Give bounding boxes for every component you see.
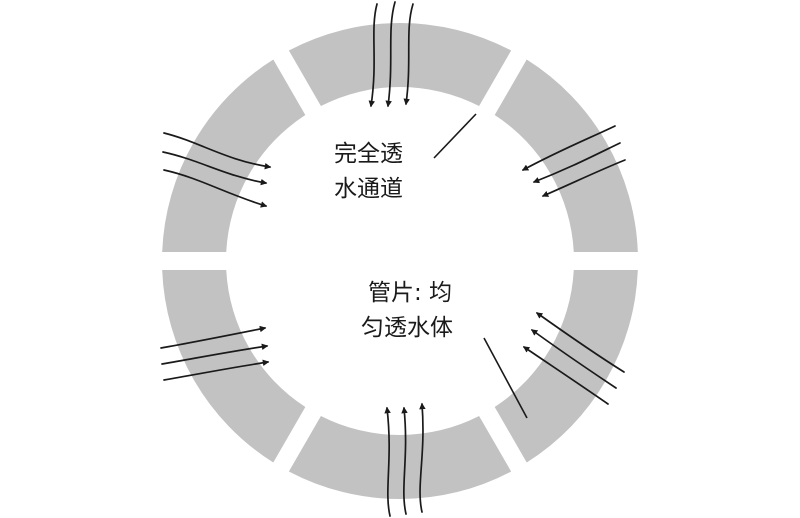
leader-line-segment [483, 337, 528, 419]
inflow-arrow-left-lower-3 [163, 359, 270, 381]
inflow-arrow-left-upper-3 [163, 169, 268, 208]
inflow-arrow-left-lower-2 [161, 343, 269, 365]
inflow-arrow-left-upper-2 [162, 151, 268, 186]
label-permeable-channel-line1: 完全透 [334, 141, 403, 167]
inflow-arrow-right-lower-3 [522, 346, 609, 405]
inflow-arrows [160, 1, 626, 517]
inflow-arrow-left-upper-1 [163, 132, 272, 170]
label-permeable-channel-line2: 水通道 [334, 176, 403, 202]
segment-top [288, 22, 512, 107]
segment-left-upper [162, 59, 306, 252]
inflow-arrow-right-lower-2 [530, 329, 617, 389]
lining-segments [162, 22, 638, 500]
inflow-arrow-right-lower-1 [535, 312, 625, 373]
leader-line-channel [433, 113, 477, 159]
inflow-arrow-top-2 [385, 1, 396, 108]
segment-right-lower [494, 270, 638, 463]
inflow-arrow-top-1 [368, 3, 378, 108]
inflow-arrow-bottom-1 [384, 406, 391, 517]
inflow-arrow-right-upper-3 [541, 159, 626, 197]
inflow-arrow-bottom-2 [401, 406, 408, 515]
inflow-arrow-bottom-3 [419, 402, 426, 513]
segment-right-upper [494, 59, 638, 252]
inflow-arrow-right-upper-2 [532, 142, 621, 184]
segment-bottom [288, 415, 512, 500]
label-segment-line1: 管片: 均 [368, 280, 453, 306]
inflow-arrow-right-upper-1 [521, 125, 616, 171]
segment-left-lower [162, 270, 306, 463]
inflow-arrow-left-lower-1 [160, 325, 267, 349]
inflow-arrow-top-3 [403, 3, 414, 106]
label-segment-line2: 匀透水体 [361, 315, 453, 341]
